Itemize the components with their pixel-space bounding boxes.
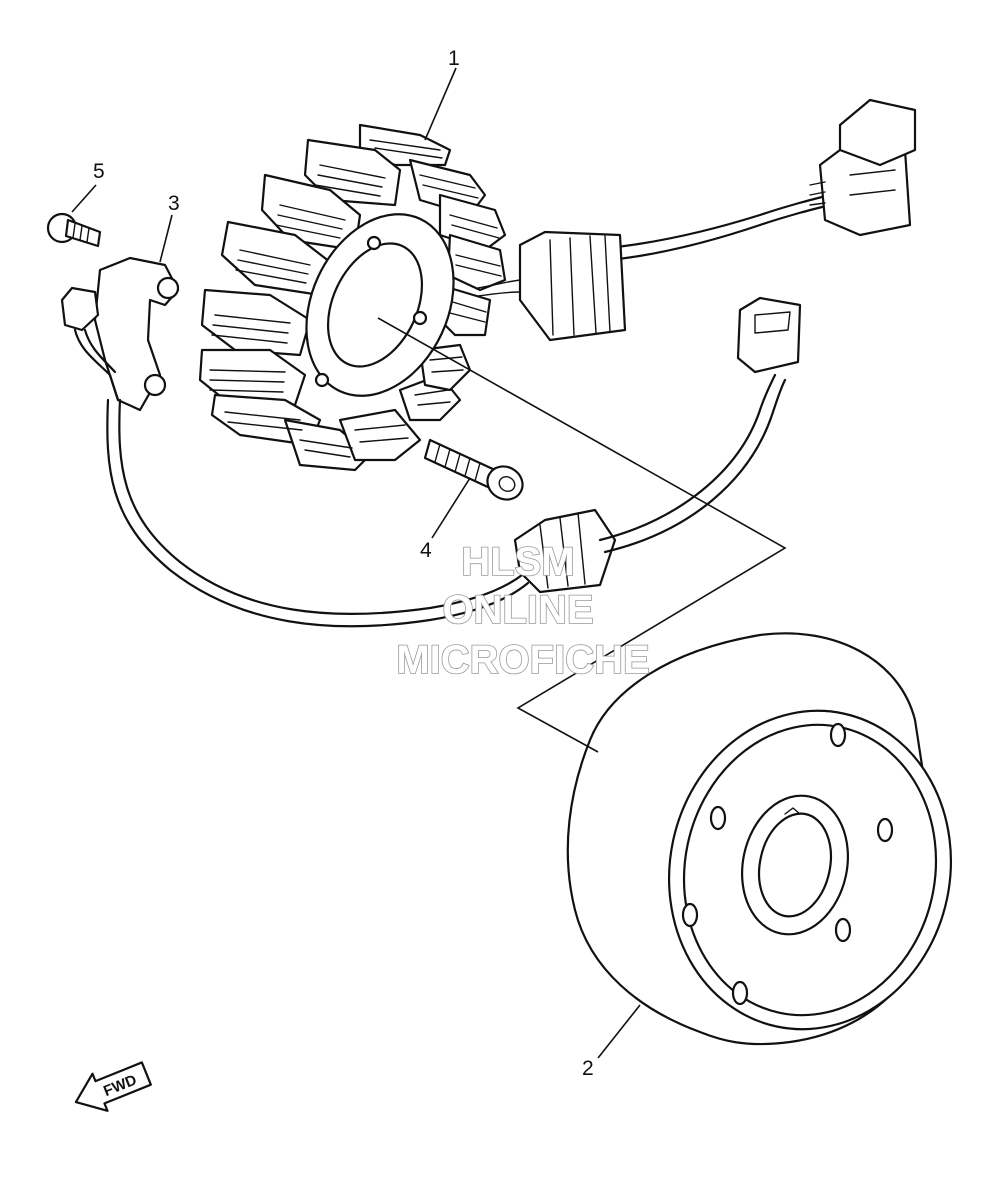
stator-mount-hole	[314, 372, 330, 388]
callout-3: 3	[168, 192, 180, 215]
bolt-head	[486, 465, 524, 501]
pickup-coupler	[736, 296, 802, 374]
pickup-coil-assembly[interactable]	[60, 256, 802, 628]
watermark-line-3: MICROFICHE	[396, 638, 649, 682]
callout-4: 4	[420, 539, 432, 562]
stator-mount-hole	[412, 310, 428, 326]
pickup-clip	[60, 286, 100, 332]
stator-bore	[326, 242, 424, 368]
pickup-wire-loop	[73, 328, 120, 402]
watermark-line-1: HLSM	[461, 540, 574, 584]
pickup-mount-hole	[156, 276, 180, 300]
stator-coupler	[809, 98, 917, 237]
pickup-wire	[106, 398, 530, 628]
screw-5[interactable]	[46, 212, 102, 248]
callout-2: 2	[582, 1057, 594, 1080]
callout-labels: 1 2 3 4 5	[93, 47, 594, 1080]
pickup-mount-hole	[143, 373, 167, 397]
flywheel-hole	[834, 917, 852, 943]
flywheel-hole	[876, 817, 894, 843]
bolt-shank	[423, 438, 497, 490]
flywheel-hole	[731, 980, 749, 1006]
stator-assembly[interactable]	[198, 98, 917, 472]
watermark-line-2: ONLINE	[442, 588, 593, 632]
callout-5: 5	[93, 160, 105, 183]
pickup-wire	[598, 373, 777, 542]
stator-mount-hole	[366, 235, 382, 251]
leader-lines	[71, 67, 787, 1059]
flywheel-hole	[829, 722, 847, 748]
flywheel-hole	[681, 902, 699, 928]
flywheel-rotor[interactable]	[566, 632, 980, 1055]
flywheel-bore	[757, 812, 833, 918]
fwd-arrow-icon: FWD	[74, 1061, 152, 1112]
flywheel-hole	[709, 805, 727, 831]
watermark: HLSM ONLINE MICROFICHE	[396, 539, 651, 683]
bolt-4[interactable]	[423, 438, 529, 506]
callout-1: 1	[448, 47, 460, 70]
